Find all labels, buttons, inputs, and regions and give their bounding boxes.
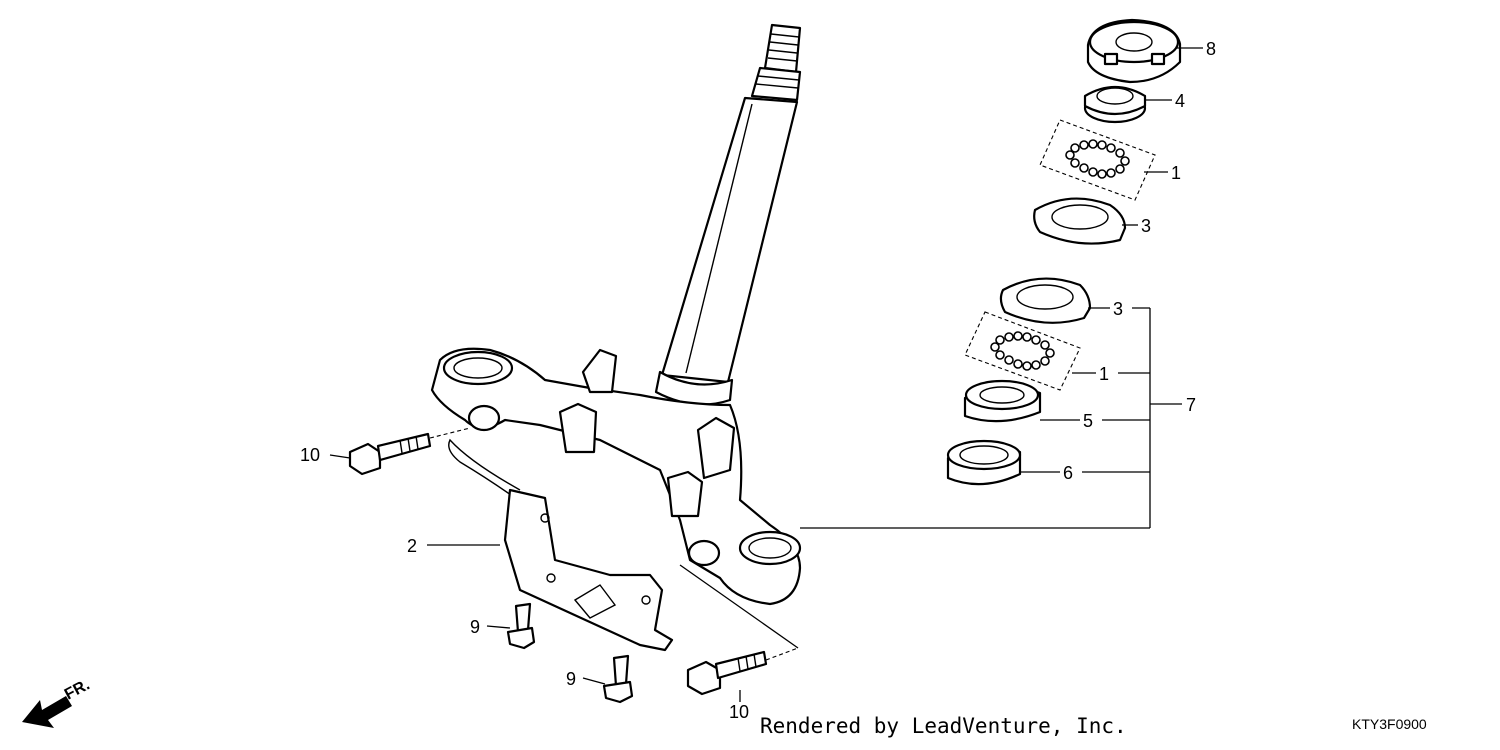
outer-race-3-lower[interactable] <box>999 277 1092 324</box>
callout-8: 8 <box>1206 39 1216 59</box>
bolt-9-upper[interactable] <box>506 602 536 650</box>
bracket-2[interactable] <box>448 438 674 652</box>
stem-threaded-top <box>750 23 802 102</box>
diagram-code: KTY3F0900 <box>1352 716 1427 732</box>
callout-3-upper: 3 <box>1141 216 1151 236</box>
footer-credit: Rendered by LeadVenture, Inc. <box>760 714 1127 738</box>
leader-lines <box>329 47 1203 702</box>
callout-4: 4 <box>1175 91 1185 111</box>
steering-stop-left <box>581 348 618 394</box>
inner-race-5[interactable] <box>963 379 1042 423</box>
steering-stop-center <box>558 402 598 454</box>
dust-seal-6[interactable] <box>946 439 1022 486</box>
bottom-bridge <box>430 347 802 606</box>
bolt-10-bottom[interactable] <box>686 650 768 696</box>
lock-nut-8[interactable] <box>1086 18 1182 84</box>
outer-race-3-upper[interactable] <box>1033 197 1127 245</box>
callout-1-upper: 1 <box>1171 163 1181 183</box>
left-fork-clamp <box>442 350 514 386</box>
callout-6: 6 <box>1063 463 1073 483</box>
dust-seal-4[interactable] <box>1083 86 1147 124</box>
stem-collar <box>654 370 734 406</box>
callout-3-lower: 3 <box>1113 299 1123 319</box>
steering-stop-right <box>696 416 736 480</box>
steel-balls-1-upper[interactable] <box>1039 119 1156 201</box>
callout-9-upper: 9 <box>470 617 480 637</box>
steel-balls-1-lower[interactable] <box>964 311 1081 391</box>
callout-10-bottom: 10 <box>729 702 749 722</box>
callout-5: 5 <box>1083 411 1093 431</box>
callout-2: 2 <box>407 536 417 556</box>
callout-9-lower: 9 <box>566 669 576 689</box>
stem-tube <box>660 96 799 384</box>
callout-1-lower: 1 <box>1099 364 1109 384</box>
steering-stem-assembly[interactable] <box>430 23 802 606</box>
bolt-9-lower[interactable] <box>602 654 634 704</box>
front-direction-arrow-icon: FR. <box>22 676 93 728</box>
bolt-10-left[interactable] <box>348 432 432 476</box>
callout-7: 7 <box>1186 395 1196 415</box>
right-fork-clamp <box>738 530 802 566</box>
callout-10-left: 10 <box>300 445 320 465</box>
